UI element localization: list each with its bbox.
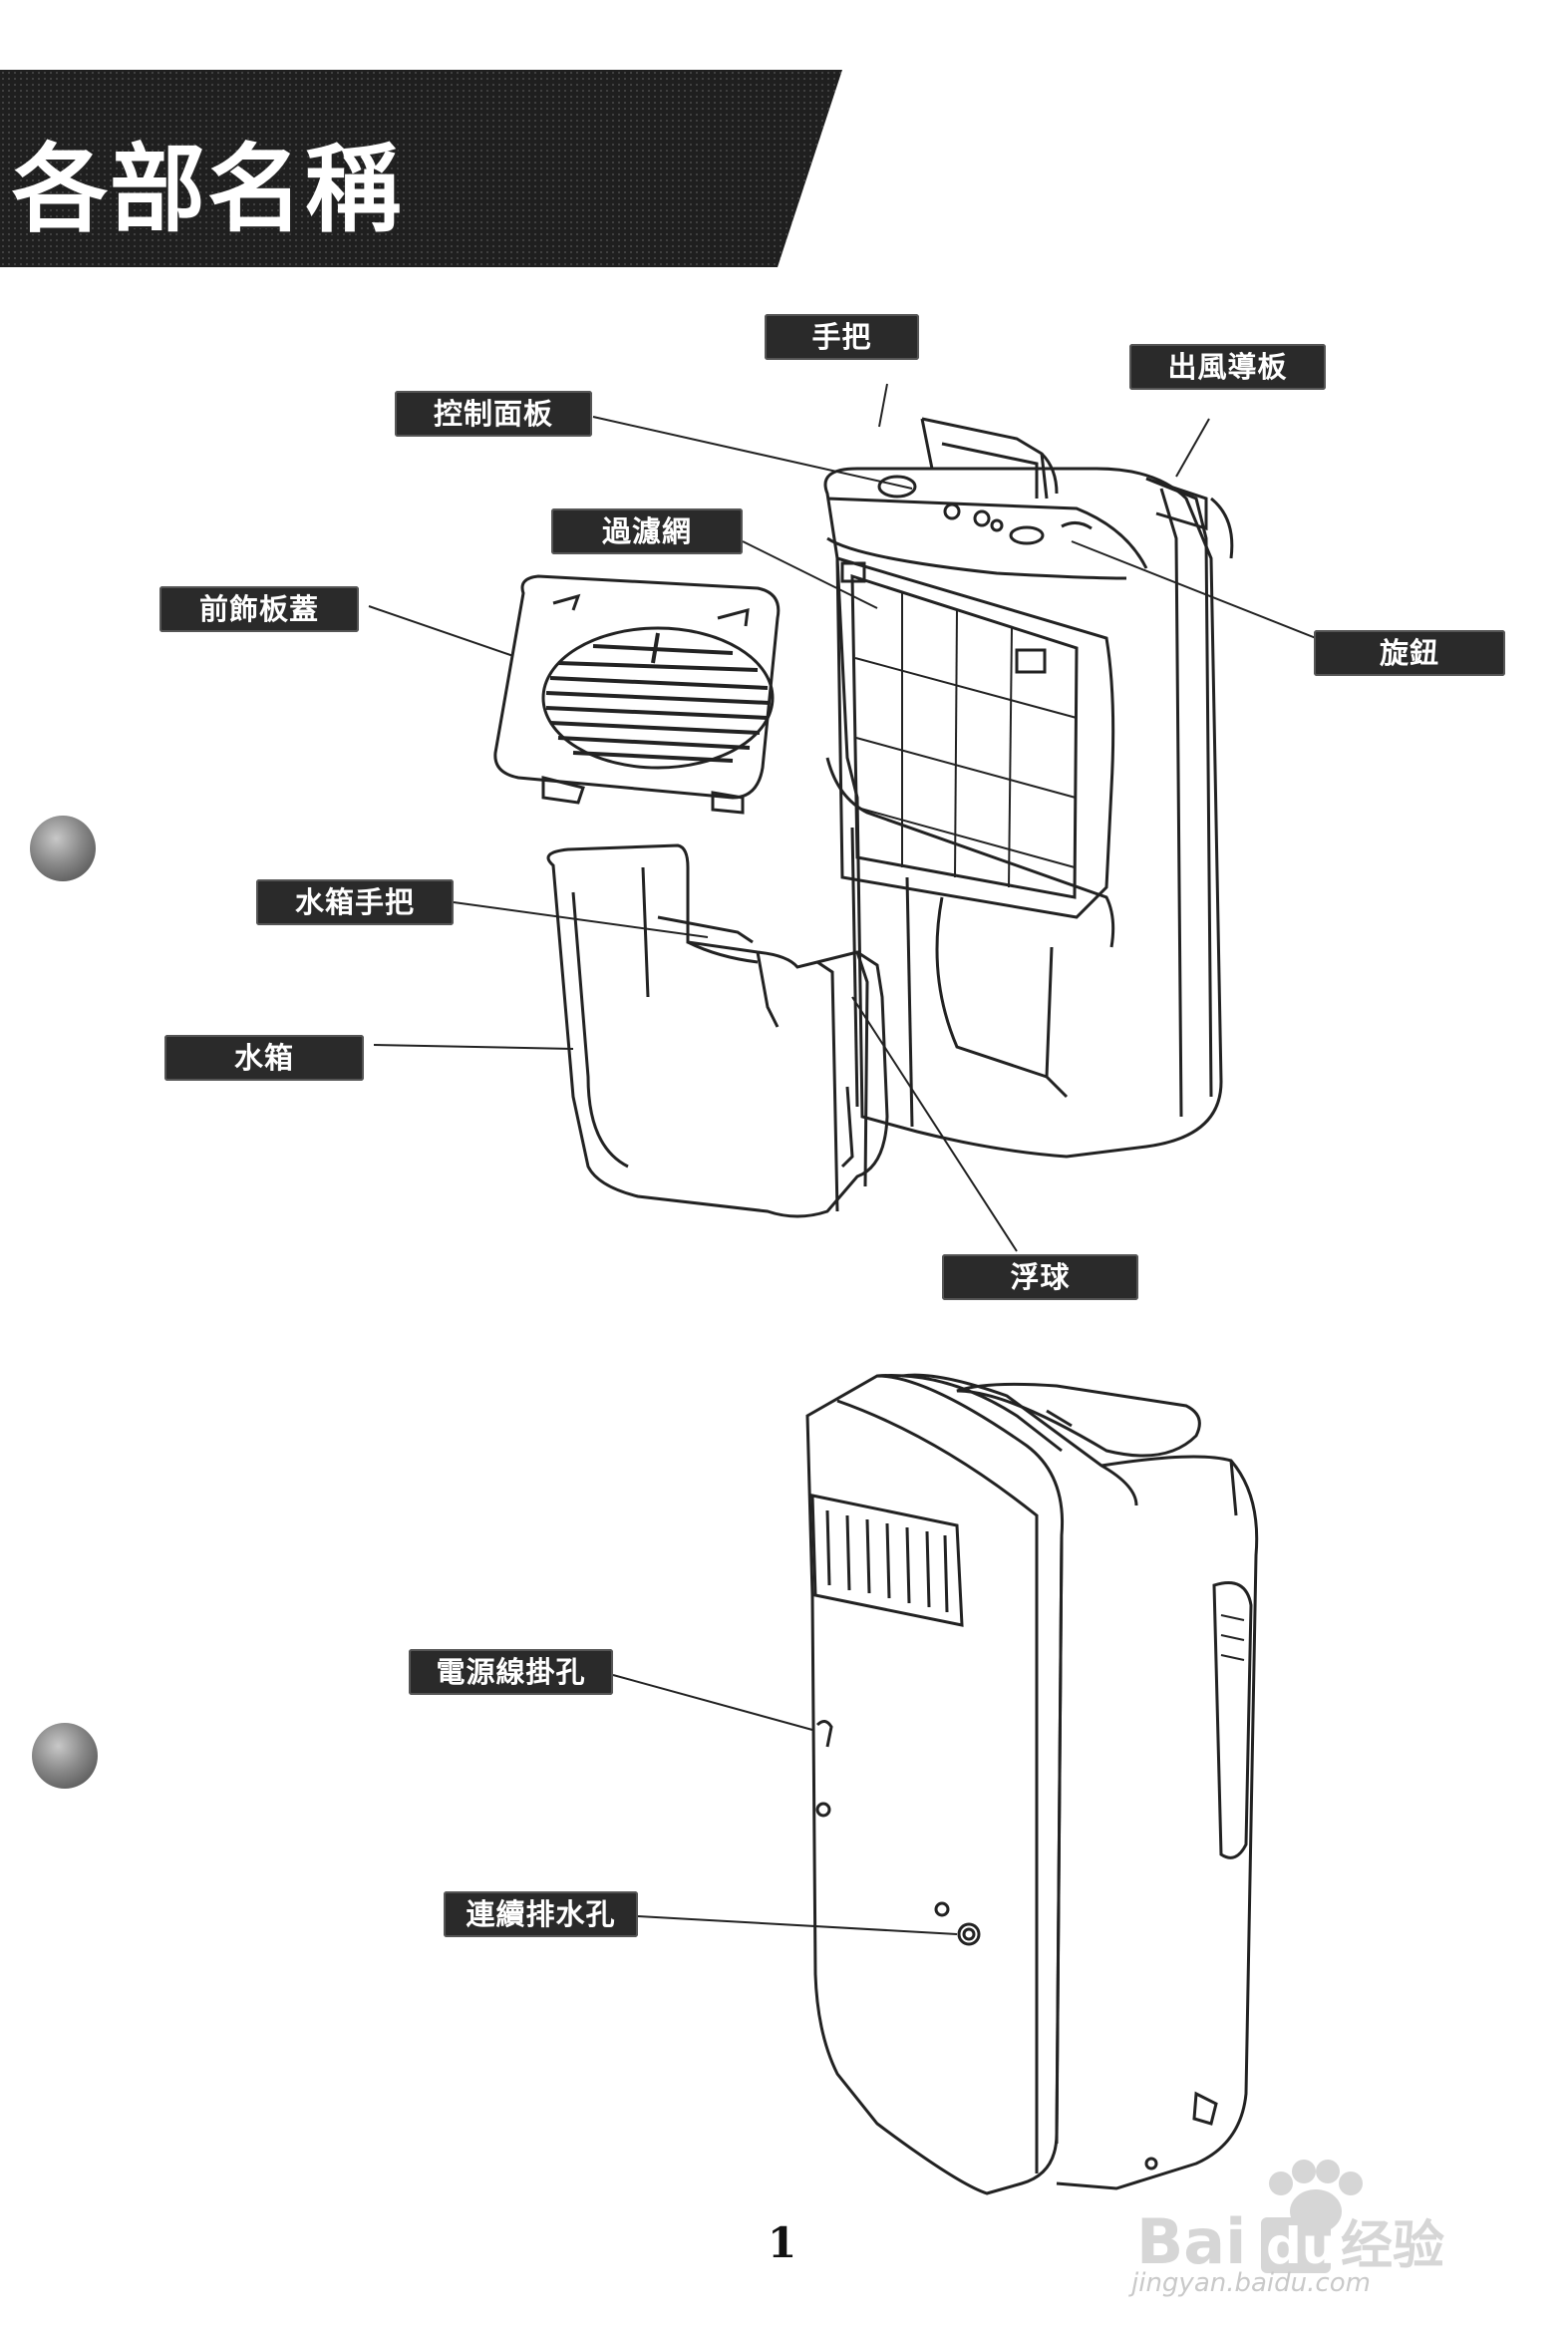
label-front-cover: 前飾板蓋 [159, 586, 359, 632]
section-bullet-rear [32, 1723, 98, 1789]
section-bullet-front [30, 816, 96, 881]
leader-lines-front [368, 383, 1317, 1252]
baidu-watermark-logo: Bai du 经验 [1136, 2160, 1444, 2278]
front-cover-part [493, 574, 781, 815]
label-drain-hole: 連續排水孔 [444, 1891, 638, 1937]
svg-text:du: du [1266, 2217, 1337, 2275]
svg-text:Bai: Bai [1136, 2205, 1246, 2278]
water-tank-part [546, 843, 889, 1218]
label-handle: 手把 [765, 314, 919, 360]
title-banner [0, 70, 842, 267]
watermark-url: jingyan.baidu.com [1131, 2268, 1371, 2298]
label-tank-handle: 水箱手把 [256, 879, 454, 925]
label-knob: 旋鈕 [1314, 630, 1505, 676]
label-air-outlet-guide: 出風導板 [1129, 344, 1326, 390]
page-title: 各部名稱 [12, 134, 403, 245]
label-cord-hook-hole: 電源線掛孔 [409, 1649, 613, 1695]
page-number: 1 [768, 2218, 797, 2267]
svg-text:经验: 经验 [1341, 2216, 1444, 2276]
label-filter: 過濾網 [551, 508, 743, 554]
leader-lines-rear [612, 1674, 958, 1935]
label-water-tank: 水箱 [164, 1035, 364, 1081]
label-control-panel: 控制面板 [395, 391, 592, 437]
label-float: 浮球 [942, 1254, 1138, 1300]
front-body [823, 417, 1234, 1159]
rear-body [805, 1373, 1259, 2195]
